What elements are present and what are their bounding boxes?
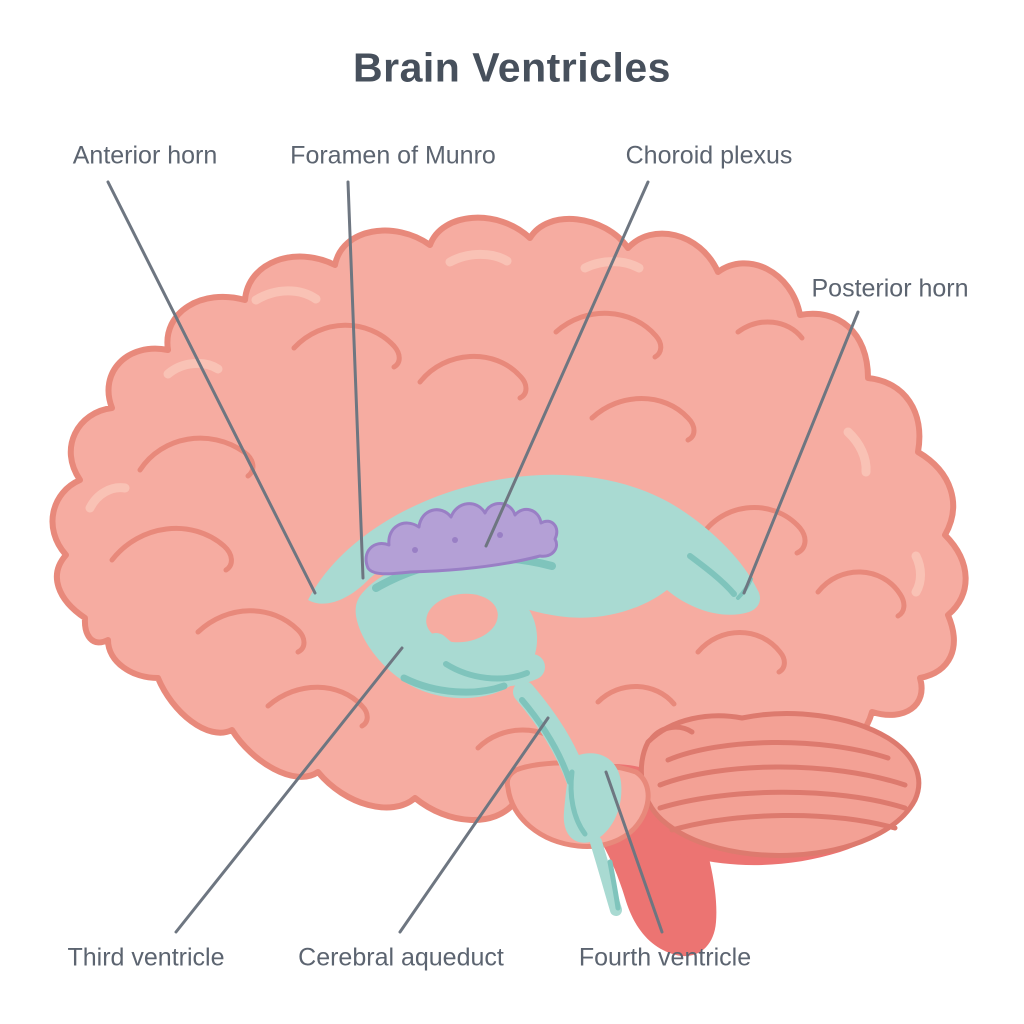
leader-lines: [106, 180, 860, 934]
leader-line-third-ventricle: [174, 646, 404, 934]
thalamus-gap: [426, 593, 498, 643]
leader-line-cerebral-aqueduct: [398, 716, 550, 934]
label-posterior-horn: Posterior horn: [811, 274, 969, 303]
leader-line-anterior-horn: [106, 180, 317, 595]
leader-line-foramen-of-munro: [346, 180, 365, 580]
label-third-ventricle: Third ventricle: [67, 943, 225, 972]
central-canal-shape: [590, 836, 622, 916]
inferior-horn-shape: [423, 633, 545, 687]
label-foramen-of-munro: Foramen of Munro: [290, 141, 496, 170]
cerebellum-shape: [638, 711, 922, 858]
choroid-plexus-group: [364, 502, 559, 576]
leader-line-choroid-plexus: [484, 180, 650, 548]
label-cerebral-aqueduct: Cerebral aqueduct: [298, 943, 504, 972]
label-choroid-plexus: Choroid plexus: [625, 141, 793, 170]
leader-line-posterior-horn: [742, 310, 860, 595]
cerebellum-stripes: [649, 724, 908, 833]
page-title: Brain Ventricles: [353, 44, 671, 91]
label-anterior-horn: Anterior horn: [72, 141, 218, 170]
gyri-lines: [109, 310, 907, 751]
leader-line-fourth-ventricle: [604, 770, 664, 934]
choroid-plexus-shape: [364, 502, 559, 576]
label-fourth-ventricle: Fourth ventricle: [578, 943, 752, 972]
